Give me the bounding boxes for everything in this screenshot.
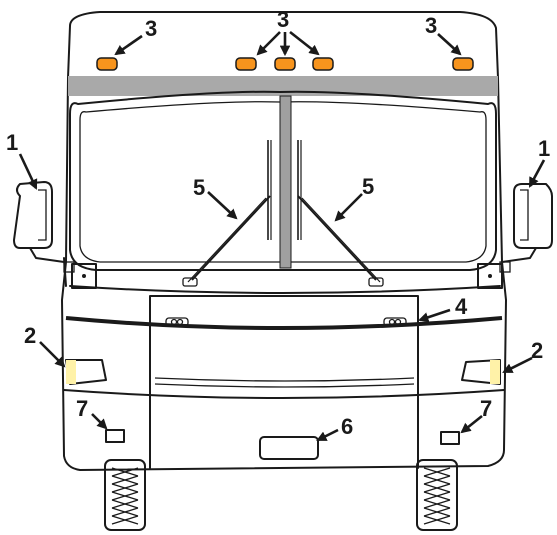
clearance-lamps xyxy=(97,58,473,70)
turn-lamp-left xyxy=(66,360,106,384)
callout-2-right: 2 xyxy=(531,338,543,363)
cowl-line xyxy=(70,286,500,293)
callout-7-left: 7 xyxy=(76,396,88,421)
callout-7-right: 7 xyxy=(480,396,492,421)
callout-3-left: 3 xyxy=(145,16,157,41)
grille xyxy=(150,296,418,468)
side-marker-right xyxy=(490,360,500,384)
turn-lamp-right xyxy=(462,360,500,384)
callout-6: 6 xyxy=(341,414,353,439)
callout-2-left: 2 xyxy=(24,323,36,348)
callout-3-right: 3 xyxy=(425,13,437,38)
wiper-right xyxy=(298,140,383,286)
fog-lamp-right xyxy=(441,432,459,444)
mirror-left xyxy=(14,182,64,262)
windshield xyxy=(70,92,496,270)
front-trim-stripe xyxy=(66,318,502,328)
fog-lamp-left xyxy=(106,430,124,442)
callout-1-left: 1 xyxy=(6,130,18,155)
wiper-left xyxy=(183,140,271,286)
callout-5-left: 5 xyxy=(193,175,205,200)
callout-5-right: 5 xyxy=(362,174,374,199)
roof-band xyxy=(68,76,498,96)
side-marker-left xyxy=(66,360,76,384)
callout-4: 4 xyxy=(455,294,468,319)
tire-right xyxy=(417,460,457,530)
callout-1-right: 1 xyxy=(538,136,550,161)
lower-trim-line xyxy=(64,390,504,398)
mirror-right xyxy=(502,184,552,262)
callout-3-center: 3 xyxy=(277,7,289,32)
license-plate-light xyxy=(260,437,318,459)
